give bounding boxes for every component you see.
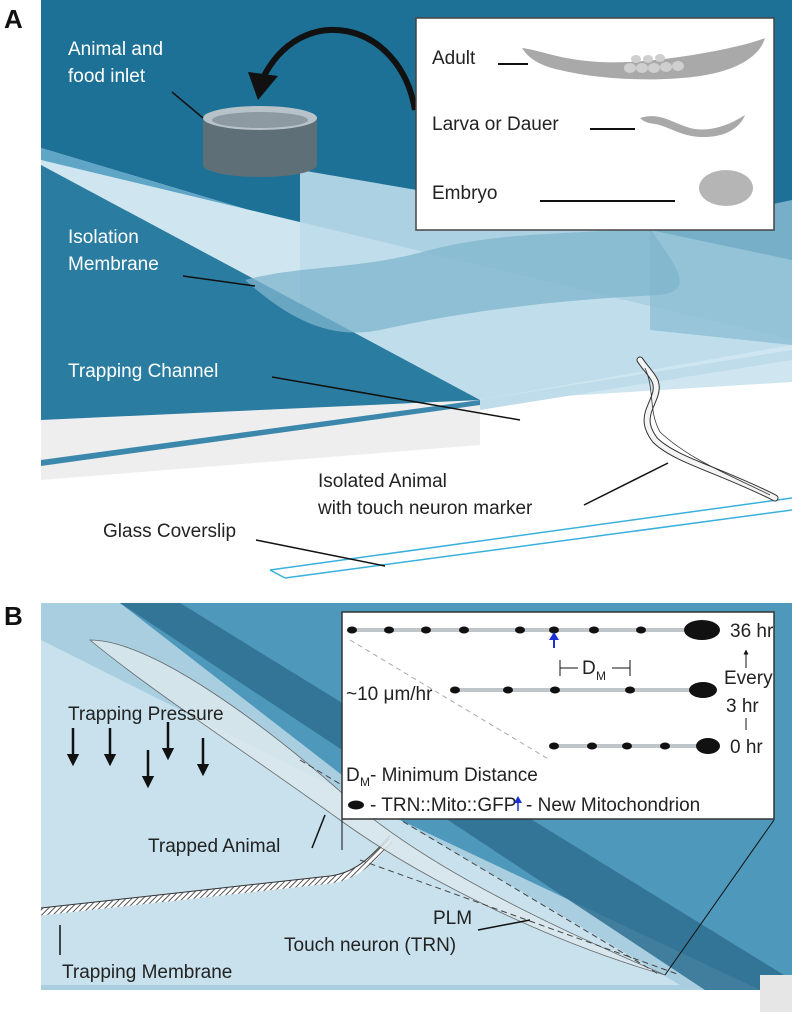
plm-leader <box>477 919 531 931</box>
new-mito-marker-head <box>549 632 559 640</box>
mito-legend-text: - TRN::Mito::GFP <box>370 795 516 816</box>
inlet-arrow <box>259 26 418 111</box>
panel-b-front-edge <box>760 975 792 1012</box>
plm-label-line2: Touch neuron (TRN) <box>284 935 456 956</box>
isolated-animal-drawing <box>636 356 779 502</box>
larva-worm-icon <box>640 115 745 138</box>
dm-legend-symbol: D <box>346 765 360 786</box>
trapped-animal-label: Trapped Animal <box>148 836 280 857</box>
time-36hr: 36 hr <box>730 621 774 642</box>
panel-b: D M 36 hr Every 3 hr 0 hr ~10 μm/hr D M … <box>0 601 792 1012</box>
panel-b-bottom-margin <box>0 990 792 1012</box>
trapping-channel-leader <box>271 376 521 421</box>
dm-legend-text: - Minimum Distance <box>370 765 538 786</box>
inlet-cylinder <box>203 106 317 177</box>
adult-embryo-row <box>624 54 684 73</box>
every-label-line2: 3 hr <box>726 696 759 717</box>
trapping-membrane-label: Trapping Membrane <box>62 962 232 983</box>
channel-right-wall <box>650 200 792 345</box>
stage-legend: Adult Larva or Dauer Embryo <box>415 17 775 231</box>
isolated-animal-leader <box>583 462 669 506</box>
trn-axon-dashed-2 <box>359 859 681 976</box>
adult-worm-icon <box>522 38 765 80</box>
coverslip-line-3 <box>269 569 286 579</box>
legend-larva-label: Larva or Dauer <box>432 114 559 135</box>
panel-a-letter: A <box>4 4 23 34</box>
mito-inset: D M 36 hr Every 3 hr 0 hr ~10 μm/hr D M … <box>341 611 775 820</box>
time-0hr: 0 hr <box>730 737 763 758</box>
new-mito-legend-icon-head <box>514 796 522 803</box>
zoom-line-right <box>664 819 775 976</box>
isolated-animal-line1: Isolated Animal <box>318 471 447 492</box>
coverslip-edge <box>480 350 792 410</box>
legend-embryo-label: Embryo <box>432 183 497 204</box>
inlet-leader-line <box>171 91 204 119</box>
plm-label-line1: PLM <box>433 908 472 929</box>
every-label-line1: Every <box>724 668 773 689</box>
device-left-slab <box>41 165 480 460</box>
coverslip-label: Glass Coverslip <box>103 521 236 542</box>
new-mito-legend-text: - New Mitochondrion <box>526 795 700 816</box>
rate-label: ~10 μm/hr <box>346 684 433 705</box>
dm-bracket-symbol: D <box>582 658 596 679</box>
mito-legend-icon <box>348 800 364 810</box>
coverslip-leader <box>255 539 386 567</box>
inlet-label-line1: Animal and <box>68 39 163 60</box>
panel-b-letter: B <box>4 601 23 631</box>
trapped-animal-leader <box>311 814 326 849</box>
mito-row-0hr <box>549 738 720 754</box>
trapping-channel-label: Trapping Channel <box>68 361 218 382</box>
isolation-leader-line <box>182 275 256 287</box>
coverslip-line-1 <box>269 497 792 571</box>
mito-row-36hr <box>347 620 720 640</box>
legend-adult-label: Adult <box>432 48 476 69</box>
mito-row-middle <box>450 682 717 698</box>
coverslip-line-2 <box>284 509 792 579</box>
isolation-label-line1: Isolation <box>68 227 139 248</box>
inlet-label-line2: food inlet <box>68 66 146 87</box>
isolation-membrane <box>245 228 680 333</box>
dm-legend-subscript: M <box>360 775 370 789</box>
isolated-animal-line2: with touch neuron marker <box>317 498 533 519</box>
dm-bracket-subscript: M <box>596 669 606 683</box>
embryo-icon <box>699 170 753 206</box>
panel-a: Adult Larva or Dauer Embryo A Animal and… <box>4 0 792 579</box>
inlet-arrowhead <box>248 72 278 100</box>
isolation-label-line2: Membrane <box>68 254 159 275</box>
trapping-pressure-label: Trapping Pressure <box>68 704 224 725</box>
trapping-pressure-arrows <box>66 722 210 789</box>
slab-top-edge <box>41 400 480 466</box>
